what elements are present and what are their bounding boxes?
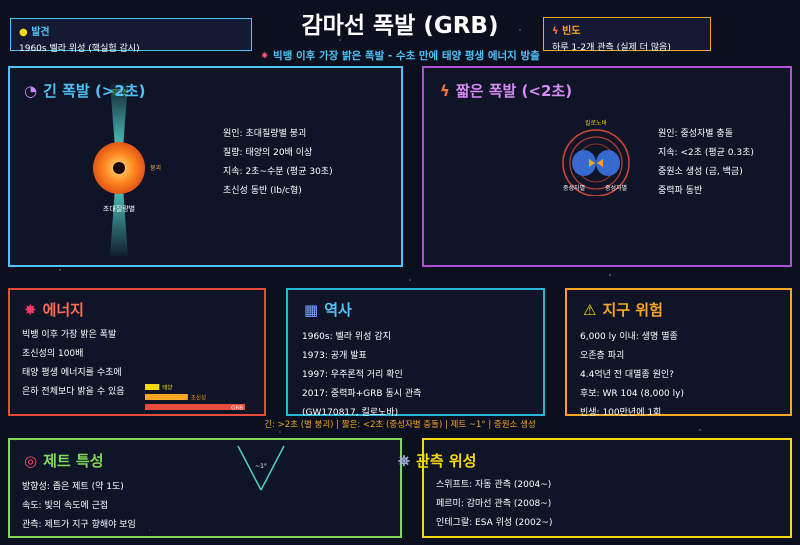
kilonova-diagram: 킬로노바 중성자별 중성자별 xyxy=(562,119,630,196)
long-burst-fact: 초신성 동반 (Ib/c형) xyxy=(223,186,302,196)
massive-star-label: 초대질량별 xyxy=(103,204,135,213)
earth-risk-fact: 오존층 파괴 xyxy=(580,351,625,361)
energy-bar-label: 태양 xyxy=(162,384,172,392)
energy-heading-text: 에너지 xyxy=(42,301,84,319)
earth-risk-fact: 빈생: 100만년에 1회 xyxy=(580,408,662,418)
history-fact: 2017: 중력파+GRB 동시 관측 xyxy=(302,389,422,399)
history-panel: ▦ 역사 1960s: 벨라 위성 감지 1973: 공개 발표 1997: 우주… xyxy=(286,288,545,418)
energy-bar-3 xyxy=(145,404,245,410)
explosion-icon: ✸ xyxy=(24,301,37,319)
jet-panel: ◎ 제트 특성 ~1° 방향성: 좁은 제트 (약 1도) 속도: 빛의 속도에 … xyxy=(8,438,402,538)
long-burst-panel: 감마선 붕괴 초대질량별 ◔ 긴 폭발 (>2초) 원인: 초대질량별 붕괴 질량… xyxy=(8,66,403,267)
satellites-facts: 스위프트: 자동 관측 (2004~) 페르미: 감마선 관측 (2008~) … xyxy=(436,476,553,533)
short-burst-fact: 지속: <2초 (평균 0.3초) xyxy=(658,148,754,158)
energy-facts: 빅뱅 이후 가장 밝은 폭발 초신성의 100배 태양 평생 에너지를 수초에 … xyxy=(22,326,125,402)
frequency-text: 하루 1-2개 관측 (실제 더 많음) xyxy=(552,43,671,53)
sparkle-icon: ✷ xyxy=(260,50,270,62)
history-fact: (GW170817, 킬로노바) xyxy=(302,408,399,418)
page-title: 감마선 폭발 (GRB) xyxy=(301,13,499,39)
gamma-jet-down xyxy=(110,188,128,256)
short-burst-fact: 원인: 중성자별 충돌 xyxy=(658,129,733,139)
neutron-star-left-label: 중성자별 xyxy=(563,184,585,192)
frequency-heading: 빈도 xyxy=(562,26,581,37)
black-hole-core xyxy=(113,162,125,174)
frequency-tag: ϟ 빈도 하루 1-2개 관측 (실제 더 많음) xyxy=(543,17,711,53)
gamma-jet-label: 감마선 xyxy=(112,88,129,96)
target-icon: ◎ xyxy=(24,452,38,470)
earth-risk-fact: 후보: WR 104 (8,000 ly) xyxy=(580,389,684,399)
short-burst-heading-text: 짧은 폭발 (<2초) xyxy=(455,82,573,100)
energy-fact: 태양 평생 에너지를 수초에 xyxy=(22,368,122,378)
neutron-star-left xyxy=(572,150,596,176)
neutron-star-right xyxy=(596,150,620,176)
satellites-panel: ⛯ 관측 위성 스위프트: 자동 관측 (2004~) 페르미: 감마선 관측 (… xyxy=(398,438,792,538)
energy-fact: 빅뱅 이후 가장 밝은 폭발 xyxy=(22,330,117,340)
earth-risk-heading-text: 지구 위험 xyxy=(602,301,663,319)
discovery-tag: ● 발견 1960s 벨라 위성 (핵실험 감시) xyxy=(10,18,252,54)
bulb-icon: ● xyxy=(19,27,28,38)
long-burst-fact: 지속: 2초~수분 (평균 30초) xyxy=(223,167,333,177)
short-burst-heading: ϟ 짧은 폭발 (<2초) xyxy=(440,80,572,101)
long-burst-fact: 원인: 초대질량별 붕괴 xyxy=(223,129,307,139)
earth-risk-panel: ⚠ 지구 위험 6,000 ly 이내: 생명 멸종 오존층 파괴 4.4억년 전… xyxy=(565,288,792,418)
energy-bar-label: GRB xyxy=(231,406,243,412)
jet-angle-label: ~1° xyxy=(255,463,267,470)
history-heading-text: 역사 xyxy=(324,301,352,319)
summary-footnote: 긴: >2초 (별 붕괴) | 짧은: <2초 (중성자별 충돌) | 제트 ~… xyxy=(264,420,536,430)
jet-fact: 방향성: 좁은 제트 (약 1도) xyxy=(22,482,124,492)
page-subtitle: ✷빅뱅 이후 가장 밝은 폭발 - 수초 만에 태양 평생 에너지 방출 xyxy=(0,48,800,63)
jet-fact: 속도: 빛의 속도에 근접 xyxy=(22,501,109,511)
history-fact: 1960s: 벨라 위성 감지 xyxy=(302,332,391,342)
satellites-heading-text: 관측 위성 xyxy=(416,452,477,470)
collapse-label: 붕괴 xyxy=(150,164,161,172)
earth-risk-fact: 4.4억년 전 대멸종 원인? xyxy=(580,370,674,380)
energy-fact: 은하 전체보다 밝을 수 있음 xyxy=(22,387,125,397)
discovery-text: 1960s 벨라 위성 (핵실험 감시) xyxy=(19,44,140,54)
short-burst-fact: 중력파 동반 xyxy=(658,186,703,196)
energy-heading: ✸ 에너지 xyxy=(24,299,84,320)
satellite-icon: ⛯ xyxy=(398,452,411,470)
short-burst-fact: 중원소 생성 (금, 백금) xyxy=(658,167,743,177)
satellites-fact: 인테그랄: ESA 위성 (2002~) xyxy=(436,518,553,528)
long-burst-facts: 원인: 초대질량별 붕괴 질량: 태양의 20배 이상 지속: 2초~수분 (평… xyxy=(223,125,333,201)
long-burst-fact: 질량: 태양의 20배 이상 xyxy=(223,148,313,158)
history-fact: 1997: 우주론적 거리 확인 xyxy=(302,370,403,380)
jet-heading: ◎ 제트 특성 xyxy=(24,450,104,471)
jet-fact: 관측: 제트가 지구 향해야 보임 xyxy=(22,520,136,530)
energy-bar-2 xyxy=(145,394,188,400)
collapsar-diagram: 감마선 붕괴 초대질량별 xyxy=(93,83,161,256)
history-facts: 1960s: 벨라 위성 감지 1973: 공개 발표 1997: 우주론적 거… xyxy=(302,328,421,423)
bolt-icon: ϟ xyxy=(552,26,559,37)
history-fact: 1973: 공개 발표 xyxy=(302,351,367,361)
kilonova-label: 킬로노바 xyxy=(585,119,608,127)
satellites-heading: ⛯ 관측 위성 xyxy=(398,450,476,471)
discovery-heading: 발견 xyxy=(31,27,50,38)
earth-risk-fact: 6,000 ly 이내: 생명 멸종 xyxy=(580,332,678,342)
short-burst-facts: 원인: 중성자별 충돌 지속: <2초 (평균 0.3초) 중원소 생성 (금,… xyxy=(658,125,754,201)
earth-risk-heading: ⚠ 지구 위험 xyxy=(583,299,663,320)
energy-panel: ✸ 에너지 빅뱅 이후 가장 밝은 폭발 초신성의 100배 태양 평생 에너지를… xyxy=(8,288,266,416)
short-burst-panel: ϟ 짧은 폭발 (<2초) 킬로노바 중성자별 중성자별 원인: 중성자별 충돌 … xyxy=(422,66,792,267)
subtitle-text: 빅뱅 이후 가장 밝은 폭발 - 수초 만에 태양 평생 에너지 방출 xyxy=(273,50,540,62)
jet-angle-diagram: ~1° xyxy=(237,445,285,491)
satellites-fact: 페르미: 감마선 관측 (2008~) xyxy=(436,499,552,509)
bolt-icon: ϟ xyxy=(440,82,450,100)
energy-fact: 초신성의 100배 xyxy=(22,349,84,359)
long-burst-heading: ◔ 긴 폭발 (>2초) xyxy=(24,80,145,101)
gamma-jet-up xyxy=(110,83,128,148)
earth-risk-facts: 6,000 ly 이내: 생명 멸종 오존층 파괴 4.4억년 전 대멸종 원인… xyxy=(580,328,684,423)
energy-bar-label: 초신성 xyxy=(191,394,206,402)
clock-icon: ◔ xyxy=(24,82,38,100)
calendar-icon: ▦ xyxy=(304,301,319,319)
history-heading: ▦ 역사 xyxy=(304,299,352,320)
jet-heading-text: 제트 특성 xyxy=(43,452,104,470)
jet-facts: 방향성: 좁은 제트 (약 1도) 속도: 빛의 속도에 근접 관측: 제트가 … xyxy=(22,478,136,535)
neutron-star-right-label: 중성자별 xyxy=(605,184,627,192)
long-burst-heading-text: 긴 폭발 (>2초) xyxy=(43,82,146,100)
satellites-fact: 스위프트: 자동 관측 (2004~) xyxy=(436,480,552,490)
warning-icon: ⚠ xyxy=(583,301,597,319)
energy-bar-1 xyxy=(145,384,160,390)
